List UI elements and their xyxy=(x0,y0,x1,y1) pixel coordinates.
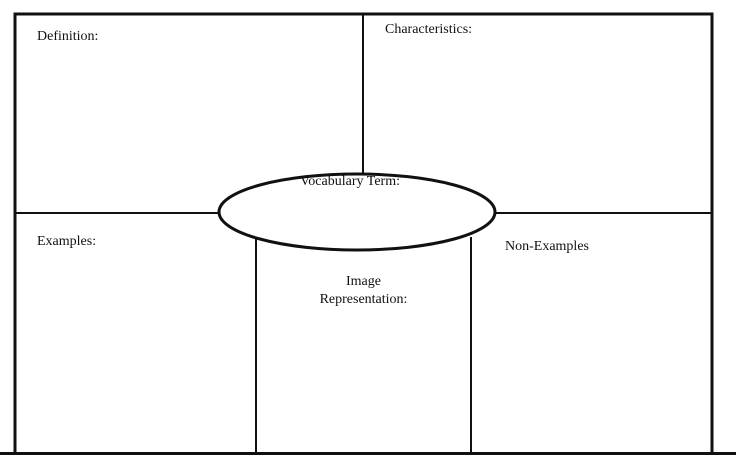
vocabulary-term-oval xyxy=(217,172,497,252)
definition-label: Definition: xyxy=(37,29,99,44)
image-representation-label-line2: Representation: xyxy=(319,292,408,307)
image-representation-label-line1: Image xyxy=(346,274,381,289)
non-examples-label: Non-Examples xyxy=(505,239,589,254)
vocabulary-term-label: Vocabulary Term: xyxy=(300,174,400,189)
characteristics-label: Characteristics: xyxy=(385,22,473,37)
examples-label: Examples: xyxy=(37,234,97,249)
